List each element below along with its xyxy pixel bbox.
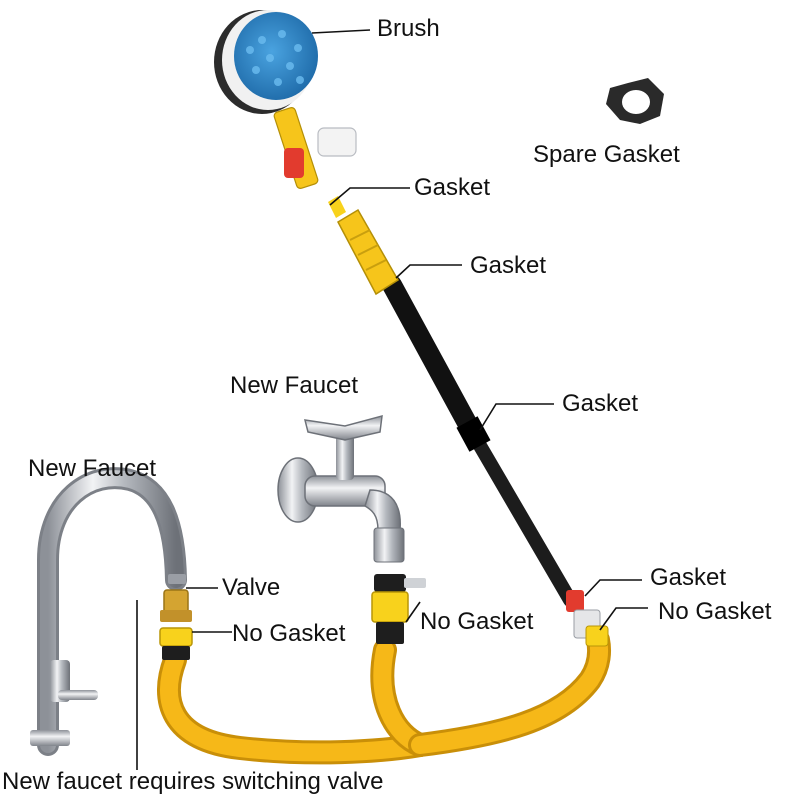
switching-valve xyxy=(160,589,192,622)
leader-gasket-nozzle xyxy=(329,187,410,206)
label-gasket-handle-top: Gasket xyxy=(470,252,547,279)
sink-hose-connector xyxy=(159,627,193,660)
wall-hose-connector xyxy=(371,574,426,644)
leader-gasket-pole-mid xyxy=(479,403,554,431)
brush-head xyxy=(214,10,357,190)
label-spare-gasket: Spare Gasket xyxy=(533,141,680,168)
footer-note: New faucet requires switching valve xyxy=(2,768,384,795)
label-new-faucet-wall: New Faucet xyxy=(230,372,359,399)
wall-faucet xyxy=(277,414,405,563)
label-no-gasket-pole-bottom: No Gasket xyxy=(658,598,772,625)
label-gasket-pole-mid: Gasket xyxy=(562,390,639,417)
brush-handle xyxy=(328,196,400,296)
label-new-faucet-sink: New Faucet xyxy=(28,455,157,482)
leader-no-gasket-wall xyxy=(405,601,421,623)
label-no-gasket-wall: No Gasket xyxy=(420,608,534,635)
spare-gasket-ring xyxy=(606,78,664,124)
leader-lines xyxy=(136,29,648,770)
yellow-hose-assembly xyxy=(157,628,611,765)
leader-brush xyxy=(311,29,371,34)
sink-faucet xyxy=(30,467,187,756)
brush-pole xyxy=(382,275,609,647)
leader-gasket-pole-bottom xyxy=(584,579,642,597)
label-no-gasket-sink: No Gasket xyxy=(232,620,346,647)
label-gasket-nozzle: Gasket xyxy=(414,174,491,201)
label-valve: Valve xyxy=(222,574,281,601)
leader-no-gasket-pole-bottom xyxy=(599,607,648,631)
label-gasket-pole-bottom: Gasket xyxy=(650,564,727,591)
label-brush: Brush xyxy=(377,15,440,42)
leader-gasket-handle-top xyxy=(395,264,462,279)
